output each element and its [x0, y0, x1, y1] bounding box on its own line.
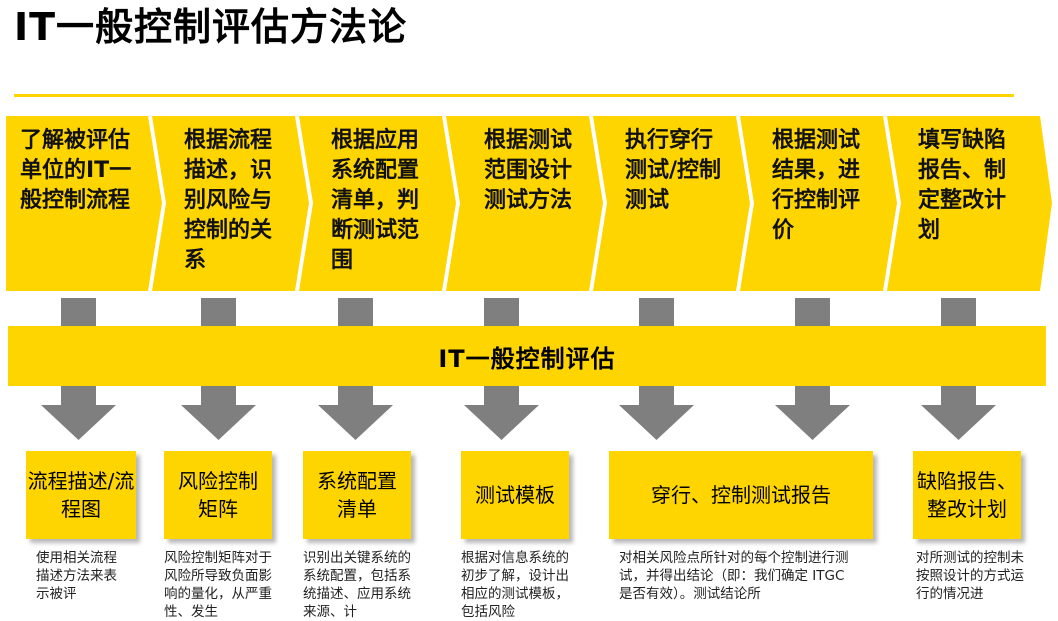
down-arrow-5 — [619, 384, 694, 440]
output-label-3: 系统配置清单 — [317, 469, 397, 521]
output-box-4: 测试模板 — [461, 451, 569, 539]
down-arrow-7 — [921, 384, 996, 440]
chevron-5 — [593, 116, 750, 291]
evaluation-band: IT一般控制评估 — [8, 326, 1046, 386]
step-text-7: 填写缺陷报告、制定整改计划 — [918, 128, 1007, 243]
step-text-6: 根据测试结果，进行控制评价 — [772, 128, 861, 243]
step-text-4: 根据测试范围设计测试方法 — [484, 128, 573, 213]
output-description-5: 对相关风险点所针对的每个控制进行测试，并得出结论（即：我们确定 ITGC 是否有… — [619, 550, 849, 602]
connector-1 — [61, 298, 96, 328]
output-box-1: 流程描述/流程图 — [26, 451, 136, 539]
output-label-6: 缺陷报告、整改计划 — [917, 469, 1017, 521]
down-arrow-2 — [181, 384, 256, 440]
output-box-6: 缺陷报告、整改计划 — [913, 451, 1021, 539]
connector-4 — [484, 298, 519, 328]
down-arrow-6 — [775, 384, 850, 440]
output-box-2: 风险控制矩阵 — [164, 451, 272, 539]
chevron-7 — [887, 116, 1052, 291]
page-title: IT一般控制评估方法论 — [14, 5, 408, 49]
connector-6 — [795, 298, 830, 328]
chevron-1 — [6, 116, 162, 291]
down-arrow-4 — [464, 384, 539, 440]
chevron-4 — [446, 116, 603, 291]
chevron-3 — [299, 116, 456, 291]
down-arrow-3 — [318, 384, 393, 440]
output-label-1: 流程描述/流程图 — [27, 469, 135, 521]
title-underline — [14, 94, 1014, 97]
output-label-4: 测试模板 — [475, 483, 555, 507]
output-description-4: 根据对信息系统的初步了解，设计出相应的测试模板，包括风险 — [461, 550, 569, 620]
connector-3 — [338, 298, 373, 328]
output-box-3: 系统配置清单 — [303, 451, 411, 539]
step-text-3: 根据应用系统配置清单，判断测试范围 — [331, 128, 420, 273]
down-arrow-1 — [41, 384, 116, 440]
evaluation-band-label: IT一般控制评估 — [438, 344, 616, 373]
connector-7 — [941, 298, 976, 328]
output-description-3: 识别出关键系统的系统配置，包括系统描述、应用系统来源、计 — [303, 550, 411, 620]
output-box-5: 穿行、控制测试报告 — [609, 451, 873, 539]
connector-5 — [639, 298, 674, 328]
output-label-2: 风险控制矩阵 — [178, 469, 258, 521]
step-text-2: 根据流程描述，识别风险与控制的关系 — [184, 128, 273, 273]
output-description-1: 使用相关流程描述方法来表示被评 — [36, 550, 117, 602]
step-text-5: 执行穿行测试/控制测试 — [625, 128, 722, 213]
chevron-6 — [740, 116, 897, 291]
output-description-6: 对所测试的控制未按照设计的方式运行的情况进 — [916, 550, 1024, 602]
output-label-5: 穿行、控制测试报告 — [651, 483, 831, 507]
connector-2 — [201, 298, 236, 328]
output-description-2: 风险控制矩阵对于风险所导致负面影响的量化，从严重性、发生 — [164, 550, 272, 620]
chevron-2 — [152, 116, 309, 291]
step-text-1: 了解被评估单位的IT一般控制流程 — [20, 128, 132, 213]
